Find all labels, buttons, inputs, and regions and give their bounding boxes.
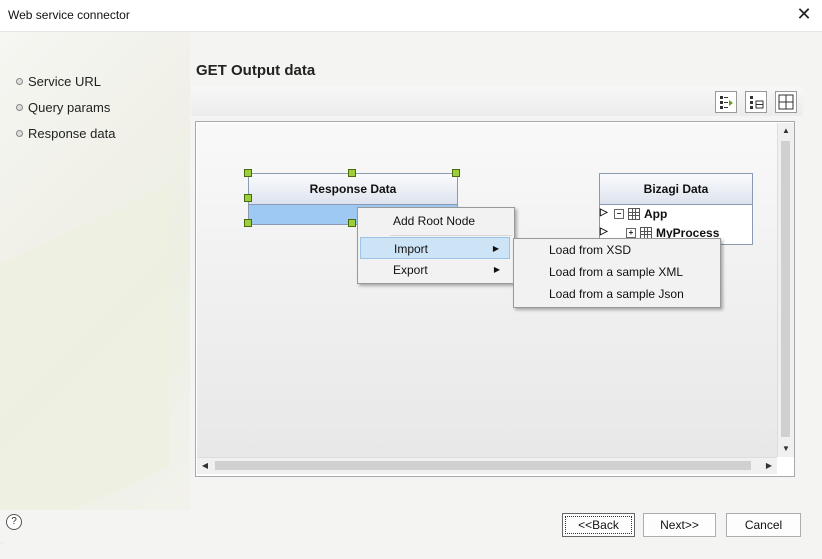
wizard-sidebar: [0, 32, 190, 559]
bizagi-data-node[interactable]: Bizagi Data: [599, 173, 753, 245]
expand-icon[interactable]: +: [626, 228, 636, 238]
menu-item-label: Add Root Node: [393, 214, 476, 228]
step-response-data[interactable]: Response data: [16, 126, 115, 152]
import-submenu: Load from XSD Load from a sample XML Loa…: [513, 238, 721, 308]
context-menu: Add Root Node Import ▶ Export ▶: [357, 207, 515, 284]
wizard-steps: Service URL Query params Response data: [16, 74, 115, 152]
back-button-label: <<Back: [565, 516, 632, 534]
menu-item-label: Load from a sample Json: [549, 287, 684, 301]
scroll-down-icon[interactable]: ▼: [782, 444, 790, 453]
tree-right-icon[interactable]: [745, 91, 767, 113]
window-title: Web service connector: [8, 8, 130, 22]
step-label: Service URL: [28, 74, 101, 89]
bullet-icon: [16, 78, 23, 85]
expand-arrow-icon[interactable]: ▷: [600, 226, 608, 237]
resize-handle[interactable]: [452, 169, 460, 177]
sidebar-decoration: [0, 185, 170, 559]
tree-left-icon[interactable]: [715, 91, 737, 113]
horizontal-scrollbar[interactable]: ◀ ▶: [197, 457, 777, 474]
node-title: Bizagi Data: [600, 174, 752, 205]
tree-label: MyProcess: [656, 226, 720, 240]
layout-icon[interactable]: [775, 91, 797, 113]
menu-item-load-xml[interactable]: Load from a sample XML: [516, 261, 716, 283]
submenu-arrow-icon: ▶: [493, 265, 500, 274]
step-query-params[interactable]: Query params: [16, 100, 115, 126]
bullet-icon: [16, 130, 23, 137]
collapse-icon[interactable]: −: [614, 209, 624, 219]
entity-icon: [628, 208, 640, 220]
scroll-thumb[interactable]: [215, 461, 751, 470]
menu-item-label: Export: [393, 263, 428, 277]
resize-handle[interactable]: [244, 194, 252, 202]
menu-item-label: Load from a sample XML: [549, 265, 684, 279]
menu-item-export[interactable]: Export ▶: [360, 259, 510, 281]
resize-handle[interactable]: [348, 219, 356, 227]
menu-item-add-root-node[interactable]: Add Root Node: [360, 210, 510, 232]
scroll-left-icon[interactable]: ◀: [201, 461, 209, 470]
tree-label: App: [644, 207, 668, 221]
step-service-url[interactable]: Service URL: [16, 74, 115, 100]
submenu-arrow-icon: ▶: [492, 244, 499, 253]
expand-arrow-icon[interactable]: ▷: [600, 207, 608, 218]
scroll-up-icon[interactable]: ▲: [782, 126, 790, 135]
next-button[interactable]: Next>>: [643, 513, 716, 537]
menu-item-load-xsd[interactable]: Load from XSD: [516, 239, 716, 261]
node-title: Response Data: [249, 174, 457, 205]
resize-handle[interactable]: [244, 219, 252, 227]
close-icon[interactable]: ✕: [796, 4, 812, 24]
mapping-toolbar: [191, 86, 803, 116]
menu-item-load-json[interactable]: Load from a sample Json: [516, 283, 716, 305]
step-label: Query params: [28, 100, 111, 115]
page-title: GET Output data: [196, 62, 316, 79]
scroll-thumb[interactable]: [781, 141, 790, 437]
resize-handle[interactable]: [244, 169, 252, 177]
menu-item-import[interactable]: Import ▶: [360, 237, 510, 259]
step-label: Response data: [28, 126, 116, 141]
back-button[interactable]: <<Back: [562, 513, 635, 537]
bullet-icon: [16, 104, 23, 111]
title-bar: Web service connector ✕: [0, 0, 822, 32]
menu-separator: [390, 235, 512, 236]
menu-item-label: Load from XSD: [549, 243, 632, 257]
vertical-scrollbar[interactable]: ▲ ▼: [777, 123, 794, 457]
scroll-right-icon[interactable]: ▶: [765, 461, 773, 470]
resize-handle[interactable]: [348, 169, 356, 177]
cancel-button[interactable]: Cancel: [726, 513, 801, 537]
menu-item-label: Import: [394, 242, 429, 256]
help-icon[interactable]: ?: [6, 514, 22, 530]
